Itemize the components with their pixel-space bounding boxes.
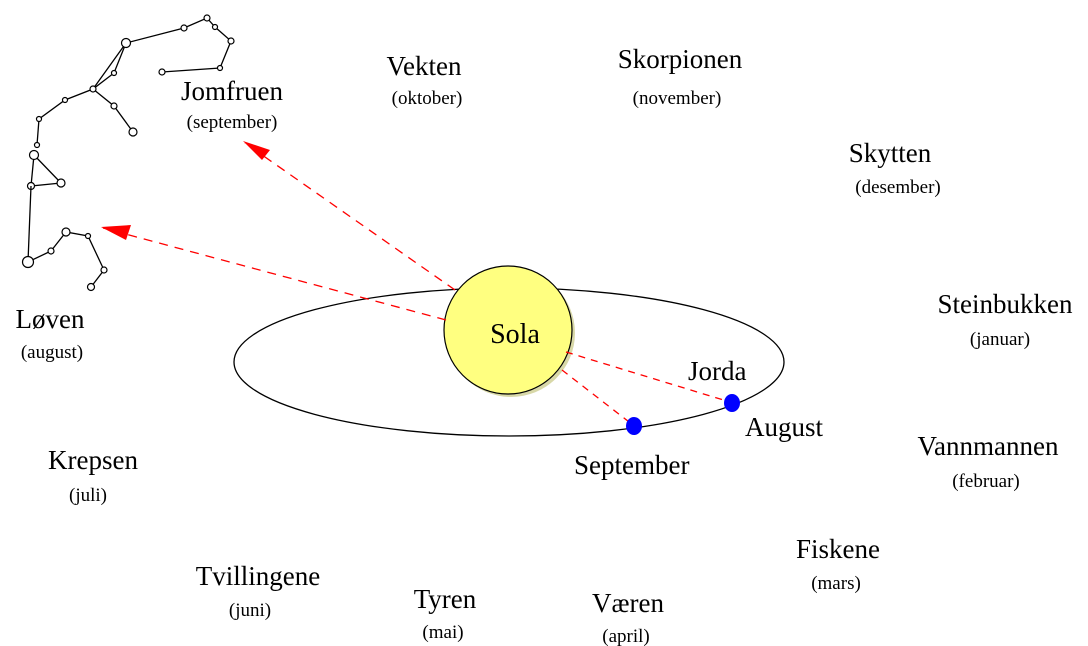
constellation-month: (november) [633,88,722,109]
arrow-to-loven [102,227,447,321]
constellation-month: (juli) [69,485,107,506]
loven-stars [21,227,108,292]
constellation-month: (juni) [229,600,271,621]
constellation-fiskene: Fiskene (mars) [796,534,880,594]
position-august-label: August [745,412,824,442]
constellation-vannmannen: Vannmannen (februar) [918,431,1059,492]
arrowhead-loven-icon [101,225,131,240]
constellation-steinbukken: Steinbukken (januar) [938,289,1073,350]
constellation-name: Fiskene [796,534,880,564]
constellation-vekten: Vekten (oktober) [387,51,463,109]
constellation-month: (september) [187,112,278,133]
constellation-skorpionen: Skorpionen (november) [618,44,743,109]
constellation-name: Tvillingene [196,561,320,591]
constellation-month: (mars) [811,573,861,594]
constellation-name: Jomfruen [181,76,283,106]
constellation-name: Løven [16,304,85,334]
sightline-earth-august [565,351,731,403]
constellation-name: Krepsen [48,445,138,475]
constellation-month: (desember) [855,177,940,198]
constellation-name: Tyren [414,584,477,614]
constellation-month: (april) [602,626,649,646]
earth-august [724,394,740,412]
constellation-name: Vannmannen [918,431,1059,461]
constellation-name: Vekten [387,51,462,81]
arrowhead-jomfruen-icon [243,141,270,160]
constellation-vaeren: Væren (april) [592,588,664,646]
constellation-month: (mai) [422,622,463,643]
sun [443,265,573,395]
position-september-label: September [574,450,689,480]
constellation-month: (oktober) [392,88,463,109]
constellation-krepsen: Krepsen (juli) [48,445,138,506]
sightline-earth-september [561,369,634,426]
constellation-tvillingene: Tvillingene (juni) [196,561,320,621]
constellation-month: (januar) [970,329,1030,350]
constellation-tyren: Tyren (mai) [414,584,477,643]
earth-september [626,417,642,435]
arrow-to-jomfruen [244,142,456,291]
constellation-name: Skytten [849,138,932,168]
constellation-month: (august) [21,342,83,363]
constellation-name: Skorpionen [618,44,743,74]
jomfruen-stars [26,14,235,191]
constellation-month: (februar) [952,471,1020,492]
constellation-jomfruen: Jomfruen (september) [181,76,283,133]
constellation-skytten: Skytten (desember) [849,138,941,198]
constellation-name: Steinbukken [938,289,1073,319]
sun-label: Sola [490,319,540,350]
constellation-loven: Løven (august) [16,304,85,363]
constellation-name: Væren [592,588,664,618]
earth-label: Jorda [688,356,746,386]
